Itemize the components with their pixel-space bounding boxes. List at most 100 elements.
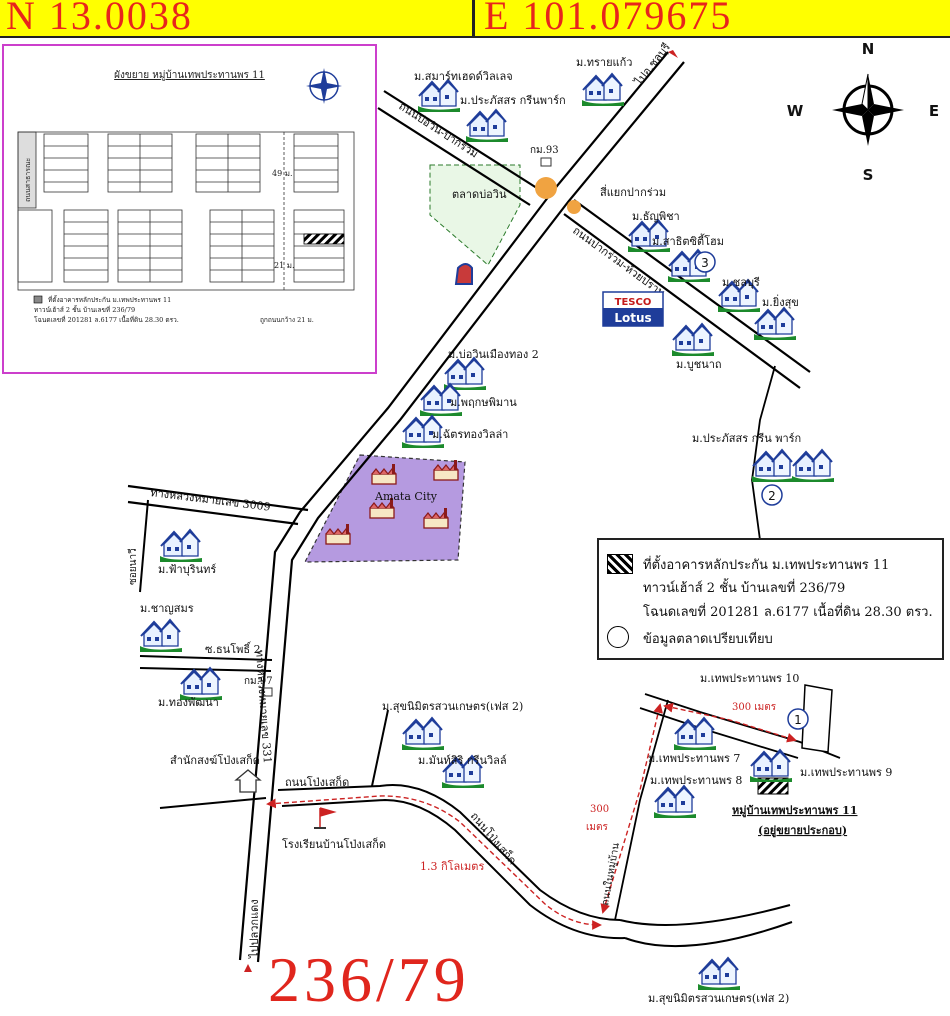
house-icon: [401, 717, 445, 751]
label-thepprathan10: ม.เทพประทานพร 10: [700, 672, 799, 685]
label-bowin-market: ตลาดบ่อวิน: [452, 188, 507, 201]
label-bowin-muangthong2: ม.บ่อวินเมืองทอง 2: [448, 348, 539, 361]
road-label-bowin-pakruam: ถนนบ่อวิน-ปากร่วม: [396, 100, 480, 161]
temple-icon: [454, 263, 473, 285]
coordinate-bar: N 13.0038 E 101.079675: [0, 0, 950, 38]
label-sai-kaeo: ม.ทรายแก้ว: [576, 56, 632, 69]
label-chanyasamon: ม.ชาญสมร: [140, 602, 194, 615]
house-icon: [139, 619, 183, 653]
route-300m-side: [600, 703, 663, 914]
house-icon: [671, 323, 715, 357]
legend-row-1: ที่ตั้งอาคารหลักประกัน ม.เทพประทานพร 11: [643, 558, 890, 573]
label-thepprathan11: หมู่บ้านเทพประทานพร 11: [732, 804, 858, 818]
house-icon: [581, 73, 625, 107]
inset-compass-icon: [306, 68, 342, 104]
label-thanyapisha: ม.ธัญพิชา: [632, 210, 680, 223]
label-pakruam-junction: สี่แยกปากร่วม: [600, 184, 666, 199]
label-distance-300-side-a: 300: [590, 804, 609, 815]
road-label-soi-natee: ซอยนาวี: [127, 548, 139, 585]
marker-3-number: 3: [701, 256, 709, 270]
marker-2-number: 2: [768, 489, 776, 503]
compass-e: E: [929, 102, 939, 120]
label-smart-village: ม.สมาร์ทเฮดด์วิลเลจ: [414, 70, 513, 83]
compass-s: S: [863, 166, 874, 184]
footer-house-number: 236/79: [268, 944, 470, 1015]
label-thepprathan8: ม.เทพประทานพร 8: [650, 774, 742, 787]
school-flag-icon: [319, 807, 337, 828]
house-icon: [417, 79, 461, 113]
label-suksomsuan-2: ม.สุขนิมิตรสวนเกษตร(เฟส 2): [382, 700, 523, 713]
south-arrow-icon: [244, 964, 252, 972]
highway-331: [238, 51, 685, 963]
marker-1: [787, 708, 809, 730]
coordinate-divider: [472, 0, 475, 36]
road-label-highway-331: ทางหลวงหมายเลข 331: [253, 649, 274, 764]
label-thepprathan11-sub: (อยู่ขยายประกอบ): [758, 824, 847, 838]
house-icon: [159, 529, 203, 563]
label-thong-phatthana: ม.ทองพัฒนา: [158, 696, 219, 709]
inset-plan: ผังขยาย หมู่บ้านเทพประทานพร 11: [2, 44, 377, 374]
east-coordinate: E 101.079675: [484, 0, 733, 38]
lotus-text: Lotus: [614, 311, 651, 325]
house-icon: [791, 449, 835, 483]
inset-title: ผังขยาย หมู่บ้านเทพประทานพร 11: [114, 70, 265, 81]
marker-1-number: 1: [794, 713, 802, 727]
label-monthon-green: ม.มันท์สิริ กรีนวิลล์: [418, 754, 507, 767]
label-school: โรงเรียนบ้านโป่งเสก็ด: [282, 837, 386, 851]
bowin-market-area: [429, 164, 521, 266]
soi-thanphochi2: [139, 655, 273, 672]
label-prasatsorn-green: ม.ประภัสสร กรีนพาร์ก: [460, 94, 566, 107]
label-pruksa-phiman: ม.พฤกษพิมาน: [450, 396, 517, 409]
monastery-icon: [234, 769, 262, 793]
label-distance-300-side-b: เมตร: [586, 822, 609, 833]
road-label-highway-3009: ทางหลวงหมายเลข 3009: [150, 486, 272, 514]
label-km93: กม.93: [530, 145, 559, 156]
junction-marker: [567, 200, 581, 214]
road-prasatsorn: [751, 365, 776, 541]
tesco-text: TESCO: [615, 297, 652, 308]
label-sathit-city-home: ม.สาธิตซิตี้โฮม: [652, 233, 724, 248]
inset-note-line1: ที่ตั้งอาคารหลักประกัน ม.เทพประทานพร 11: [48, 295, 171, 304]
label-km97: กม.97: [244, 676, 273, 687]
marker-3: [694, 251, 716, 273]
km-post-icon: [540, 157, 552, 167]
road-bowin-pakruam: [377, 90, 541, 206]
highway-3009: [127, 484, 309, 526]
km-post-icon: [261, 687, 273, 697]
route-300m-top: [663, 702, 797, 743]
route-1-3km: [266, 795, 602, 930]
road-pakruam-huaiprab: [563, 199, 811, 389]
inset-width-note: ถูกถนนกว้าง 21 ม.: [260, 316, 314, 324]
label-thepprathan9: ม.เทพประทานพร 9: [800, 766, 892, 779]
house-icon: [751, 449, 795, 483]
soi-natee: [139, 499, 149, 593]
label-suksomsuan-2b: ม.สุขนิมิตรสวนเกษตร(เฟส 2): [648, 992, 789, 1005]
map-legend: ที่ตั้งอาคารหลักประกัน ม.เทพประทานพร 11 …: [597, 538, 944, 660]
label-prasatsorn-green2: ม.ประภัสสร กรีน พาร์ก: [692, 432, 801, 445]
label-monk-office: สำนักสงฆ์โป่งเสก็ด: [170, 753, 260, 767]
road-label-local: ถนนในหมู่บ้าน: [599, 842, 622, 907]
label-bucha: ม.บูชนาถ: [676, 358, 722, 371]
inset-legend-swatch: [33, 295, 43, 304]
inset-note-line3: โฉนดเลขที่ 201281 ล.6177 เนื้อที่ดิน 28.…: [34, 315, 179, 324]
marker-2: [761, 484, 783, 506]
compass-n: N: [862, 40, 875, 58]
label-distance-300-top: 300 เมตร: [732, 702, 777, 713]
house-icon: [465, 109, 509, 143]
north-arrow-icon: [668, 50, 678, 58]
label-chatra-villa: ม.ฉัตรทองวิลล่า: [432, 428, 508, 441]
label-yingsuk: ม.ยิ่งสุข: [762, 294, 799, 309]
compass-rose: [832, 73, 904, 146]
house-icon: [653, 785, 697, 819]
label-fah-burin: ม.ฟ้าบุรินทร์: [158, 563, 216, 576]
legend-row-3: โฉนดเลขที่ 201281 ล.6177 เนื้อที่ดิน 28.…: [643, 605, 933, 620]
legend-hatch-swatch: [607, 554, 633, 574]
road-label-pongsaket-2: ถนนโป่งเสก็ด: [468, 809, 520, 867]
label-chonburi-village: ม.ชลบุรี: [722, 276, 760, 289]
label-thepprathan7: ม.เทพประทานพร 7: [648, 752, 740, 765]
label-amata-city: Amata City: [374, 490, 438, 503]
legend-circle-icon: [607, 626, 629, 648]
house-icon: [697, 957, 741, 991]
house-icon: [673, 717, 717, 751]
